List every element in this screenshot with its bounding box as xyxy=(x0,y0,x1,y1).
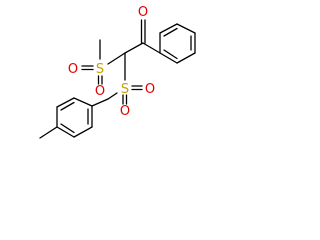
atom-o-ms-bottom: O xyxy=(95,84,105,99)
bond-ch-s-methyl xyxy=(107,52,126,65)
molecule-diagram: O S O O S O O xyxy=(39,5,196,139)
bond-s-tolyl xyxy=(107,92,118,100)
bond-tolyl-methyl xyxy=(39,126,58,139)
atom-s-methylsulfonyl: S xyxy=(96,62,104,77)
tolyl-ring xyxy=(56,97,109,138)
atom-s-tosyl: S xyxy=(121,82,129,97)
atom-o-ts-right: O xyxy=(145,82,155,97)
bond-carbonyl-ch xyxy=(124,42,144,54)
structure-svg: O S O O S O O xyxy=(39,5,196,139)
atom-o-ketone: O xyxy=(138,5,148,20)
atom-o-ms-left: O xyxy=(68,62,78,77)
phenyl-ring xyxy=(159,23,196,64)
atom-o-ts-bottom: O xyxy=(120,104,130,119)
bond-carbonyl-phenyl xyxy=(142,42,161,54)
